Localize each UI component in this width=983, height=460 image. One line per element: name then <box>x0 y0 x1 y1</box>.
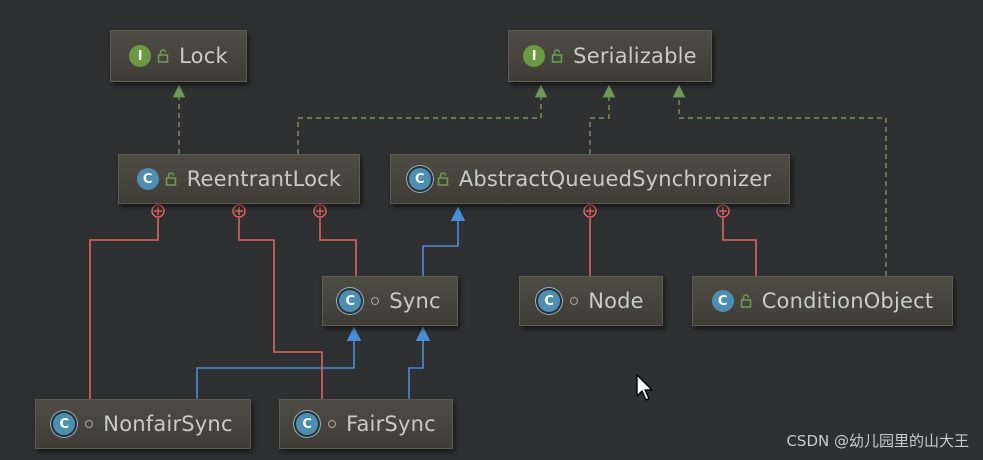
node-abstractqueuedsynchronizer[interactable]: C AbstractQueuedSynchronizer <box>390 154 790 204</box>
package-private-dot-icon <box>85 420 94 428</box>
edge-fairsync-inner-of-reentrantlock <box>238 218 323 399</box>
node-label: Node <box>588 289 644 313</box>
edge-fairsync-extends-sync <box>408 326 431 399</box>
edge-sync-inner-of-reentrantlock <box>319 218 357 276</box>
edge-sync-extends-aqs <box>422 206 466 276</box>
node-reentrantlock[interactable]: C ReentrantLock <box>118 154 360 204</box>
node-label: Lock <box>179 44 228 68</box>
abstract-class-icon: C <box>53 413 76 435</box>
node-label: AbstractQueuedSynchronizer <box>458 167 772 191</box>
node-node[interactable]: C Node <box>519 276 663 326</box>
interface-icon: I <box>129 45 152 67</box>
edge-conditionobject-inner-of-aqs <box>722 218 757 276</box>
class-icon: C <box>136 168 159 190</box>
node-label: FairSync <box>346 412 436 436</box>
public-lock-icon <box>740 294 751 308</box>
class-icon: C <box>711 290 734 312</box>
package-private-dot-icon <box>328 420 337 428</box>
node-serializable[interactable]: I Serializable <box>508 30 712 82</box>
edge-aqs-implements-serializable <box>589 84 616 154</box>
watermark-text: CSDN @幼儿园里的山大王 <box>786 432 969 450</box>
node-label: NonfairSync <box>103 412 233 436</box>
node-label: Sync <box>389 289 441 313</box>
package-private-dot-icon <box>570 297 579 305</box>
node-label: Serializable <box>573 44 697 68</box>
abstract-class-icon: C <box>538 290 561 312</box>
abstract-class-icon: C <box>339 290 362 312</box>
edge-conditionobject-implements-serializable <box>672 84 887 276</box>
abstract-class-icon: C <box>296 413 319 435</box>
edge-reentrantlock-implements-serializable <box>297 84 548 154</box>
node-label: ReentrantLock <box>186 167 342 191</box>
mouse-pointer-icon <box>636 374 653 401</box>
abstract-class-icon: C <box>408 168 431 190</box>
inner-marker-icon <box>151 204 165 218</box>
node-fairsync[interactable]: C FairSync <box>279 399 453 449</box>
edge-nonfairsync-extends-sync <box>196 326 362 399</box>
edge-nonfairsync-inner-of-reentrantlock <box>89 218 159 399</box>
inner-marker-icon <box>232 204 246 218</box>
interface-icon: I <box>523 45 546 67</box>
public-lock-icon <box>551 49 563 63</box>
node-sync[interactable]: C Sync <box>322 276 458 326</box>
node-lock[interactable]: I Lock <box>110 30 247 82</box>
package-private-dot-icon <box>371 297 380 305</box>
public-lock-icon <box>437 172 449 186</box>
node-conditionobject[interactable]: C ConditionObject <box>692 276 953 326</box>
node-label: ConditionObject <box>761 289 934 313</box>
public-lock-icon <box>157 49 169 63</box>
node-nonfairsync[interactable]: C NonfairSync <box>35 399 251 449</box>
public-lock-icon <box>165 172 177 186</box>
inner-marker-icon <box>313 204 327 218</box>
inner-marker-icon <box>583 204 597 218</box>
inner-marker-icon <box>716 204 730 218</box>
